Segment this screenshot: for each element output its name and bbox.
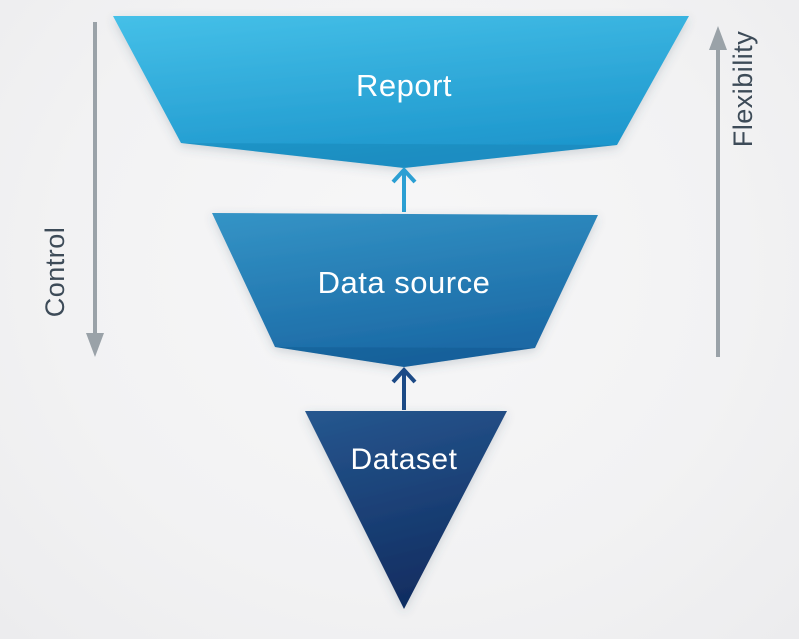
arrow-down-icon: [86, 333, 104, 357]
connector-arrow-to-data-source: [391, 367, 417, 410]
report-label: Report: [356, 68, 452, 103]
funnel-level-dataset: Dataset: [305, 411, 507, 609]
up-arrow-icon: [391, 367, 417, 384]
data-source-label: Data source: [318, 265, 491, 300]
arrow-up-icon: [709, 26, 727, 50]
flexibility-axis: Flexibility: [709, 26, 758, 357]
report-shape-shade: [181, 143, 617, 168]
dataset-label: Dataset: [351, 443, 458, 476]
data-source-shape-shade: [275, 347, 535, 367]
funnel-level-report: Report: [113, 16, 689, 168]
dataset-shape: [305, 411, 507, 609]
data-source-shape: [212, 213, 598, 367]
up-arrow-icon: [391, 167, 417, 184]
funnel-level-data-source: Data source: [212, 213, 598, 367]
control-axis-label: Control: [40, 227, 70, 318]
flexibility-axis-label: Flexibility: [728, 31, 758, 148]
control-axis: Control: [40, 22, 104, 357]
connector-arrow-to-report: [391, 167, 417, 212]
report-shape: [113, 16, 689, 168]
